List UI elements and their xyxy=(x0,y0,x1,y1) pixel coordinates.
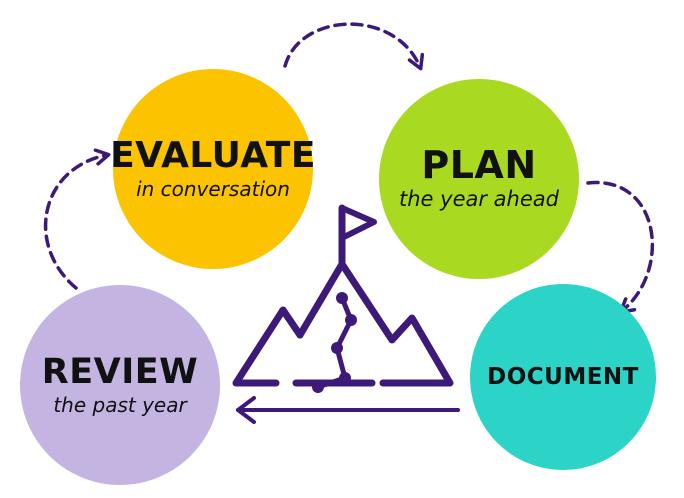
plan-subtitle: the year ahead xyxy=(399,187,559,212)
review-subtitle: the past year xyxy=(53,392,187,417)
arrow-review-to-evaluate xyxy=(43,148,111,290)
review-title: REVIEW xyxy=(41,351,199,392)
arrow-evaluate-to-plan xyxy=(283,22,425,71)
review-circle: REVIEW the past year xyxy=(20,285,220,485)
document-circle: DOCUMENT xyxy=(470,284,656,470)
plan-circle: PLAN the year ahead xyxy=(379,79,579,279)
plan-title: PLAN xyxy=(421,143,537,188)
evaluate-subtitle: in conversation xyxy=(136,177,290,201)
arrow-plan-to-document xyxy=(586,180,654,314)
evaluate-circle: EVALUATE in conversation xyxy=(110,69,316,269)
document-title: DOCUMENT xyxy=(487,363,639,390)
left-arrow-icon xyxy=(236,396,460,424)
evaluate-title: EVALUATE xyxy=(110,135,316,176)
trail-dots xyxy=(312,292,357,393)
